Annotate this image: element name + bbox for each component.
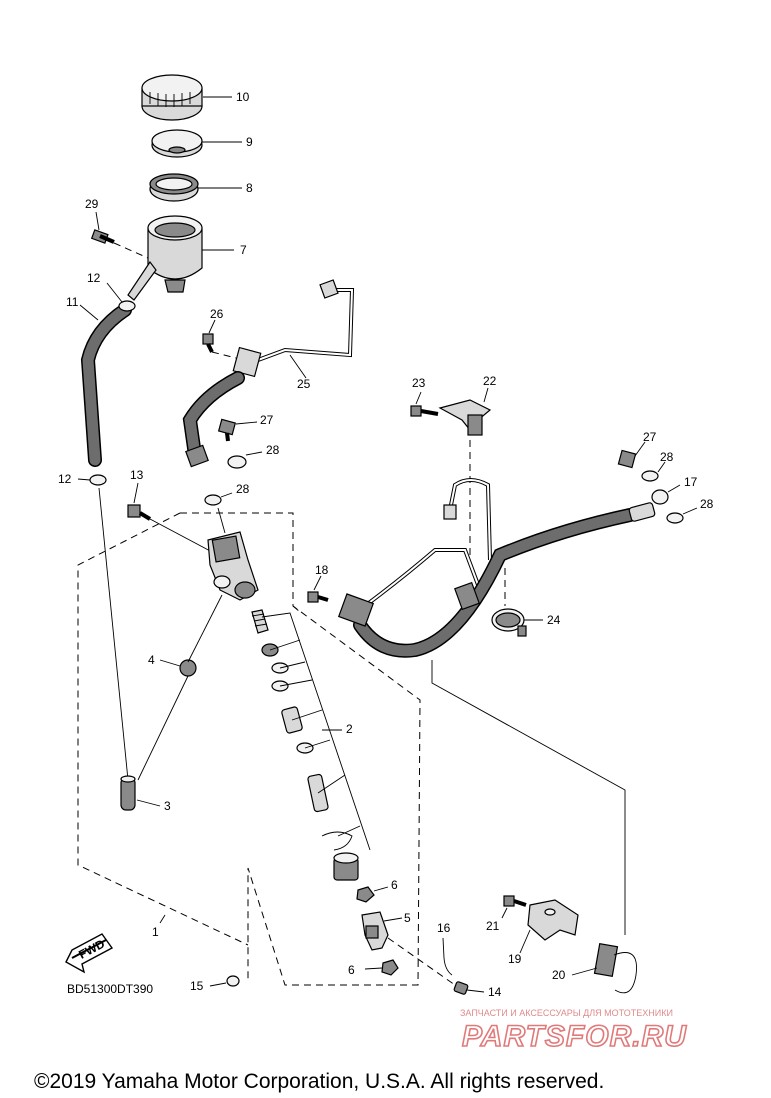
diaphragm-plate-part [151, 129, 203, 158]
nut-6-top [356, 886, 375, 903]
callout-10: 10 [236, 90, 250, 104]
callout-27-left: 27 [260, 413, 274, 427]
callout-15: 15 [190, 979, 204, 993]
callout-12-top: 12 [87, 271, 101, 285]
fwd-arrow-icon [65, 933, 114, 974]
callout-6-bottom: 6 [348, 963, 355, 977]
bolt-23-part [410, 405, 439, 417]
callout-28-c: 28 [660, 450, 674, 464]
piston-spring [251, 609, 269, 634]
hose-fitting-left [337, 593, 375, 627]
clevis-5-part [361, 911, 389, 951]
bolt-29-part [90, 229, 115, 244]
callout-23: 23 [412, 376, 426, 390]
brake-switch-20-part [593, 942, 637, 994]
bolt-21-part [503, 895, 527, 907]
callout-28-d: 28 [700, 497, 714, 511]
callout-20: 20 [552, 968, 566, 982]
hose-clamp-24-part [491, 608, 527, 637]
reservoir-cap-part [141, 74, 203, 121]
callout-3: 3 [164, 799, 171, 813]
callout-19: 19 [508, 952, 522, 966]
washer-15-part [226, 975, 240, 987]
callout-29: 29 [85, 197, 99, 211]
callout-1: 1 [152, 925, 159, 939]
copyright-text: ©2019 Yamaha Motor Corporation, U.S.A. A… [34, 1070, 604, 1093]
callout-6-top: 6 [391, 878, 398, 892]
bolt-13-part [127, 504, 152, 521]
callout-12-bottom: 12 [58, 472, 72, 486]
callout-9: 9 [246, 135, 253, 149]
washer-28-c [641, 470, 659, 482]
bushing-4-part [179, 659, 197, 677]
callout-17: 17 [684, 475, 698, 489]
callout-24: 24 [547, 613, 561, 627]
union-bolt-27-right [617, 449, 637, 469]
hose-clip-12-top [118, 300, 136, 312]
washer-28-d [666, 512, 684, 524]
callout-2: 2 [346, 722, 353, 736]
bracket-22-part [438, 399, 492, 436]
callout-5: 5 [404, 911, 411, 925]
dust-boot-part [333, 852, 359, 881]
union-bolt-block-25 [232, 346, 262, 378]
callout-7: 7 [240, 243, 247, 257]
diagram-code: BD51300DT390 [67, 982, 153, 996]
watermark-line2: PARTSFOR.RU [462, 1020, 687, 1053]
master-cylinder-body [207, 531, 259, 601]
callout-11: 11 [66, 295, 79, 309]
callout-8: 8 [246, 181, 253, 195]
pin-3-part [120, 775, 136, 811]
callout-28-a: 28 [266, 443, 280, 457]
washer-28-a [227, 455, 247, 469]
callout-4: 4 [148, 653, 155, 667]
callout-27-right: 27 [643, 430, 657, 444]
bracket-19-part [527, 899, 579, 941]
cotter-pin-14-part [453, 981, 469, 995]
callout-13: 13 [130, 468, 144, 482]
hose-fitting-mid [454, 581, 480, 611]
union-bolt-27-left [217, 418, 237, 442]
callout-21: 21 [486, 919, 500, 933]
washer-28-b [204, 494, 222, 506]
callout-16: 16 [437, 921, 451, 935]
watermark-line1: ЗАПЧАСТИ И АКСЕССУАРЫ ДЛЯ МОТОТЕХНИКИ [460, 1008, 673, 1018]
hose-banjo-17 [628, 489, 669, 522]
callout-26: 26 [210, 307, 224, 321]
bolt-26-part [202, 333, 214, 353]
diaphragm-part [149, 173, 199, 202]
hose-clip-12-bottom [89, 474, 107, 486]
nut-6-bottom [381, 959, 399, 976]
callout-25: 25 [297, 377, 311, 391]
callout-18: 18 [315, 563, 329, 577]
callout-14: 14 [488, 985, 502, 999]
circlip-part [321, 831, 353, 851]
bolt-18-part [307, 591, 329, 603]
callout-22: 22 [483, 374, 497, 388]
reservoir-tank-part [127, 215, 203, 301]
callout-28-b: 28 [236, 482, 250, 496]
